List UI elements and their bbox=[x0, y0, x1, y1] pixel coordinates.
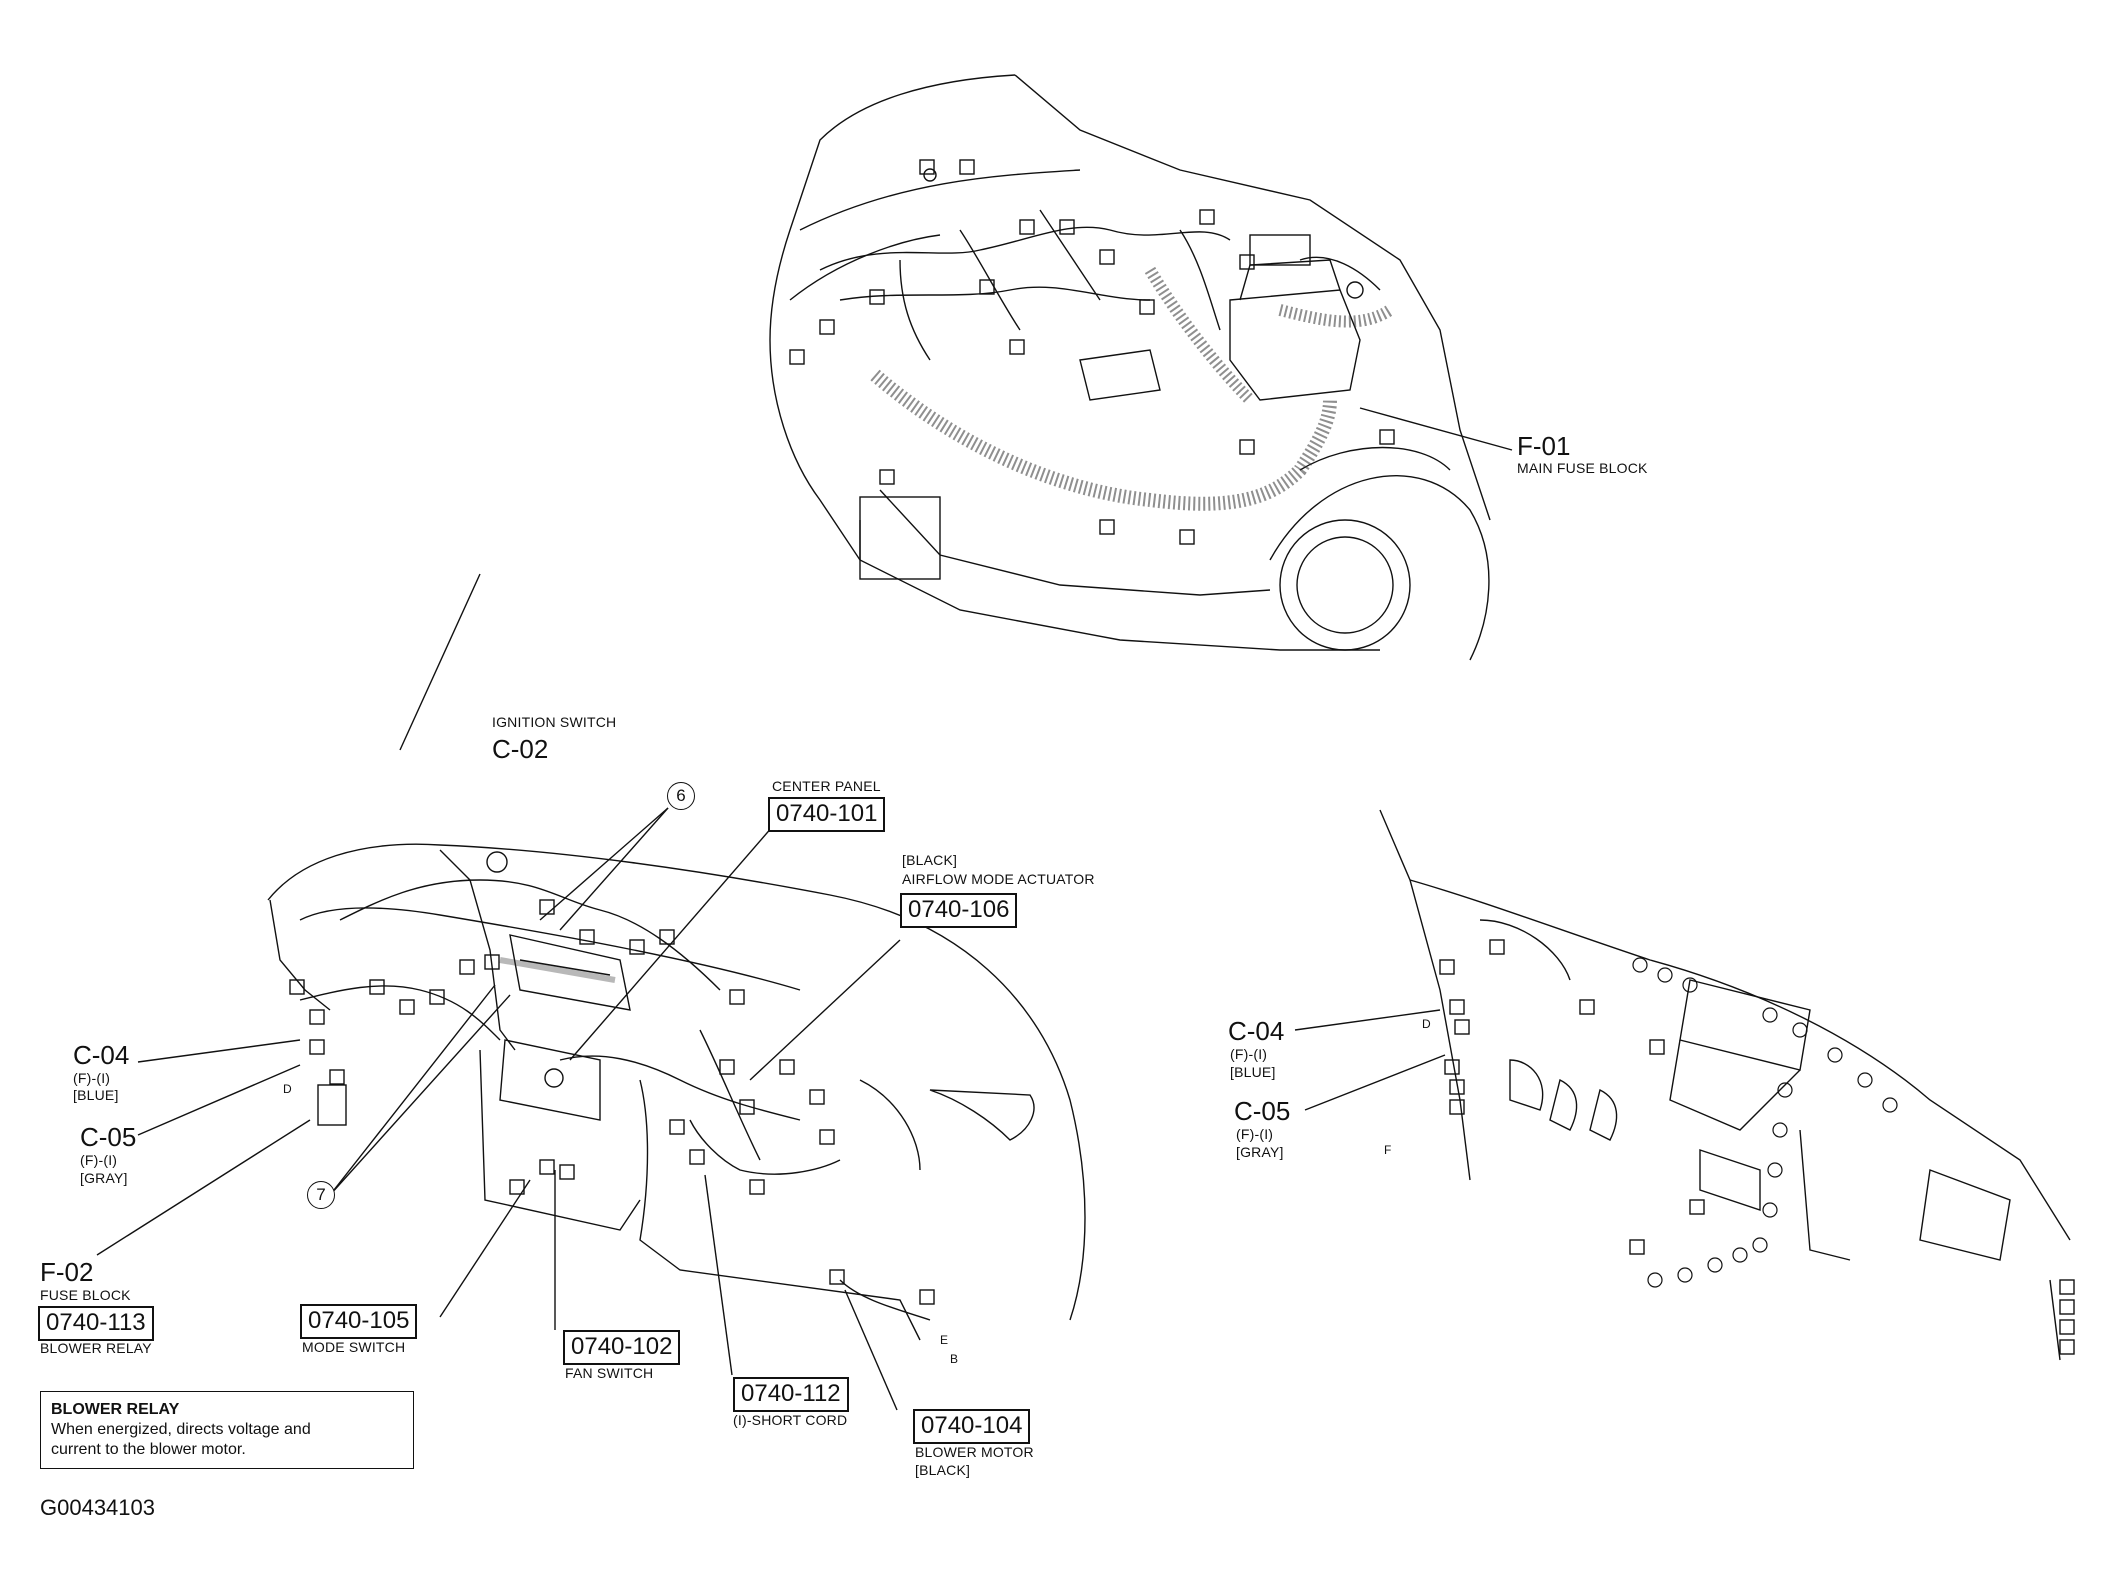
f01-name: MAIN FUSE BLOCK bbox=[1517, 460, 1648, 476]
note-line-1: When energized, directs voltage and bbox=[51, 1421, 311, 1438]
right-c04-sub: (F)-(I) bbox=[1230, 1046, 1268, 1062]
left-c04-code: C-04 bbox=[73, 1040, 130, 1070]
ignition-switch-code: C-02 bbox=[492, 734, 549, 764]
callout-6: 6 bbox=[667, 782, 695, 810]
right-c05-code: C-05 bbox=[1234, 1096, 1291, 1126]
f02-box: 0740-113 bbox=[38, 1306, 154, 1341]
right-c04-code: C-04 bbox=[1228, 1016, 1285, 1046]
note-line-2: current to the blower motor. bbox=[51, 1441, 246, 1458]
f02-name: FUSE BLOCK bbox=[40, 1287, 131, 1303]
callout-7: 7 bbox=[307, 1181, 335, 1209]
blower-motor-code: 0740-104 bbox=[913, 1409, 1031, 1444]
blower-motor-color: [BLACK] bbox=[915, 1462, 971, 1478]
fan-switch-code: 0740-102 bbox=[563, 1330, 681, 1365]
marker-f: F bbox=[1384, 1143, 1392, 1157]
center-panel-name: CENTER PANEL bbox=[772, 778, 881, 794]
right-c05-sub: (F)-(I) bbox=[1236, 1126, 1274, 1142]
marker-d-right: D bbox=[1422, 1017, 1431, 1031]
f01-code: F-01 bbox=[1517, 431, 1571, 461]
short-cord-name: (I)-SHORT CORD bbox=[733, 1412, 848, 1428]
airflow-actuator-color: [BLACK] bbox=[902, 852, 958, 868]
blower-motor-name: BLOWER MOTOR bbox=[915, 1444, 1034, 1460]
right-c04-color: [BLUE] bbox=[1230, 1064, 1276, 1080]
right-dashboard-drawing bbox=[1294, 809, 2075, 1361]
f02-sub: BLOWER RELAY bbox=[40, 1340, 152, 1356]
right-c05-color: [GRAY] bbox=[1236, 1144, 1284, 1160]
left-c05-code: C-05 bbox=[80, 1122, 137, 1152]
marker-b: B bbox=[950, 1352, 959, 1366]
marker-d-left: D bbox=[283, 1082, 292, 1096]
short-cord-code: 0740-112 bbox=[733, 1377, 849, 1412]
blower-relay-note: BLOWER RELAY When energized, directs vol… bbox=[40, 1391, 414, 1469]
left-c04-sub: (F)-(I) bbox=[73, 1070, 111, 1086]
left-c04-color: [BLUE] bbox=[73, 1087, 119, 1103]
dashboard-drawing bbox=[96, 573, 1086, 1411]
note-title: BLOWER RELAY bbox=[51, 1401, 180, 1418]
f02-code: F-02 bbox=[40, 1257, 94, 1287]
airflow-actuator-code: 0740-106 bbox=[900, 893, 1018, 928]
diagram-id: G00434103 bbox=[40, 1495, 155, 1520]
mode-switch-code: 0740-105 bbox=[300, 1304, 418, 1339]
airflow-actuator-name: AIRFLOW MODE ACTUATOR bbox=[902, 871, 1095, 887]
left-c05-sub: (F)-(I) bbox=[80, 1152, 118, 1168]
left-c05-color: [GRAY] bbox=[80, 1170, 128, 1186]
center-panel-code: 0740-101 bbox=[768, 797, 886, 832]
mode-switch-name: MODE SWITCH bbox=[302, 1339, 406, 1355]
engine-bay-drawing bbox=[769, 74, 1513, 661]
ignition-switch-name: IGNITION SWITCH bbox=[492, 714, 617, 730]
marker-e: E bbox=[940, 1333, 949, 1347]
fan-switch-name: FAN SWITCH bbox=[565, 1365, 654, 1381]
